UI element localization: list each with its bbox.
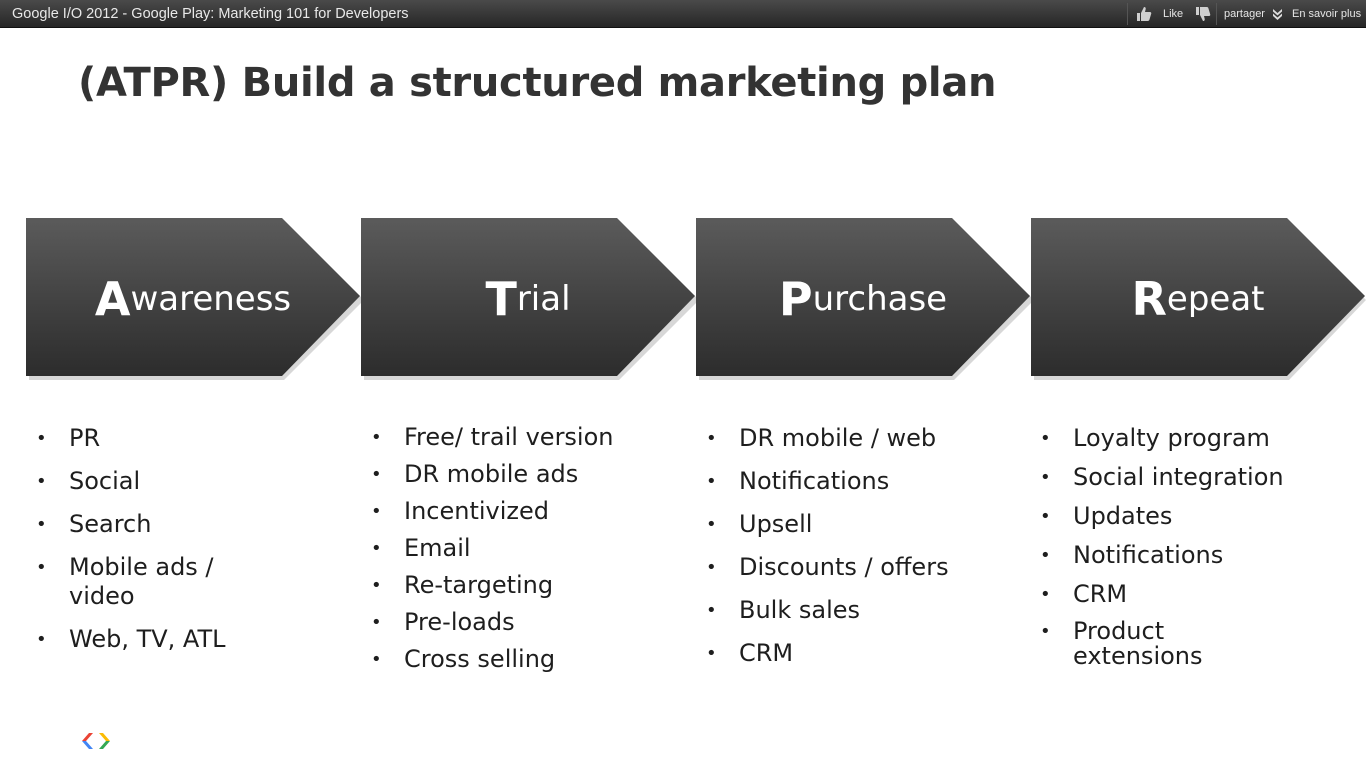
list-item: Updates [1040,502,1284,531]
more-info-button[interactable]: En savoir plus [1272,0,1361,28]
separator [1216,3,1217,25]
arrow-shape [1031,218,1366,380]
list-item: Notifications [1040,541,1284,570]
like-label: Like [1163,8,1184,20]
list-item: Incentivized [371,497,614,526]
trial-list: Free/ trail version DR mobile ads Incent… [371,423,614,674]
share-button[interactable]: partager [1224,0,1265,28]
repeat-list: Loyalty program Social integration Updat… [1040,424,1284,669]
awareness-list: PR Social Search Mobile ads / video Web,… [36,424,229,654]
list-item: Mobile ads / video [36,553,229,611]
list-item: Cross selling [371,645,614,674]
double-chevron-down-icon [1272,8,1283,20]
thumbs-up-icon [1136,6,1152,22]
google-developers-logo-icon [80,728,112,754]
list-item: Web, TV, ATL [36,625,229,654]
list-item: Bulk sales [706,596,949,625]
video-title[interactable]: Google I/O 2012 - Google Play: Marketing… [12,6,409,22]
like-button[interactable]: Like [1136,0,1183,28]
list-item: Pre-loads [371,608,614,637]
list-item: Email [371,534,614,563]
list-item: Social integration [1040,463,1284,492]
player-top-bar: Google I/O 2012 - Google Play: Marketing… [0,0,1366,28]
arrow-shape [361,218,699,380]
arrow-shape [696,218,1034,380]
list-item: PR [36,424,229,453]
list-item: DR mobile / web [706,424,949,453]
arrow-shape [26,218,364,380]
more-info-label: En savoir plus [1292,8,1362,20]
share-label: partager [1224,8,1265,20]
list-item: Free/ trail version [371,423,614,452]
list-item: Social [36,467,229,496]
separator [1127,3,1128,25]
dislike-button[interactable] [1195,0,1211,28]
list-item: CRM [706,639,949,668]
list-item: Notifications [706,467,949,496]
thumbs-down-icon [1195,6,1211,22]
list-item: Upsell [706,510,949,539]
list-item: Re-targeting [371,571,614,600]
list-item: CRM [1040,580,1284,609]
list-item: DR mobile ads [371,460,614,489]
list-item: Discounts / offers [706,553,949,582]
slide-title: (ATPR) Build a structured marketing plan [78,60,997,106]
list-item: Search [36,510,229,539]
list-item: Product extensions [1040,619,1243,669]
purchase-list: DR mobile / web Notifications Upsell Dis… [706,424,949,668]
list-item: Loyalty program [1040,424,1284,453]
